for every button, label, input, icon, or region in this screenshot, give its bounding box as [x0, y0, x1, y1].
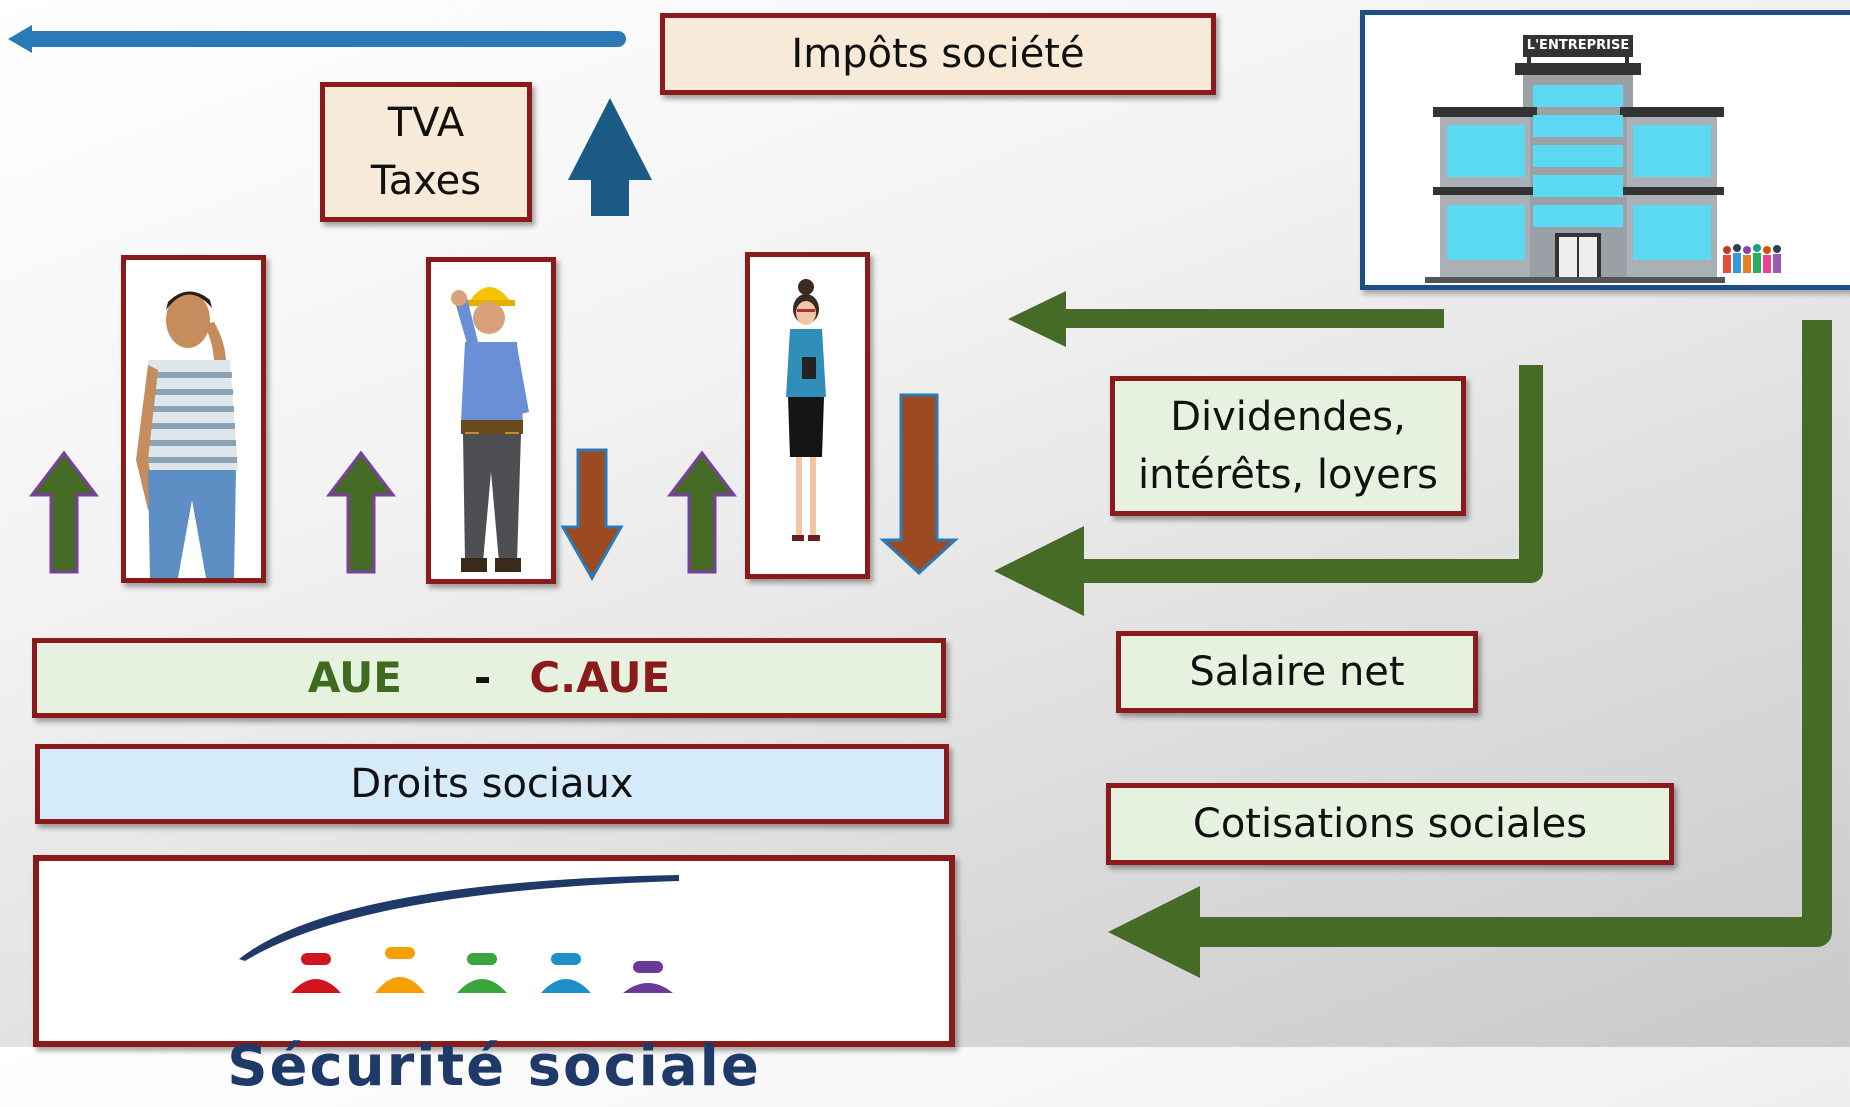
dividendes-label-line1: Dividendes,: [1170, 394, 1406, 440]
dividendes-box: Dividendes, intérêts, loyers: [1110, 376, 1466, 516]
green-arrow-dividendes: [994, 365, 1543, 616]
aue-bar: AUE - C.AUE: [32, 638, 946, 718]
green-arrow-enterprise-top: [1008, 291, 1444, 347]
green-up-arrow-2: [325, 450, 397, 574]
securite-sociale-box: Sécurité sociale: [33, 855, 955, 1099]
aue-label: AUE: [307, 652, 402, 702]
dividendes-label-line2: intérêts, loyers: [1137, 452, 1439, 498]
person-photo-stressed-man: [121, 255, 266, 583]
enterprise-sign: L'ENTREPRISE: [1526, 38, 1630, 53]
caue-label: C.AUE: [529, 652, 671, 702]
aue-separator: -: [473, 652, 492, 702]
green-up-arrow-1: [28, 450, 100, 574]
green-arrow-cotisations: [1108, 320, 1832, 978]
cotisations-sociales-box: Cotisations sociales: [1106, 783, 1674, 865]
droits-sociaux-box: Droits sociaux: [35, 744, 949, 824]
brown-down-arrow-2: [879, 393, 959, 576]
crowd-icon: [1723, 244, 1781, 273]
enterprise-panel: L'ENTREPRISE: [1360, 10, 1850, 290]
stressed-man-icon: [126, 260, 261, 578]
taxes-label: Taxes: [370, 158, 482, 204]
green-up-arrow-3: [666, 450, 738, 574]
impots-societe-box: Impôts société: [660, 13, 1216, 95]
securite-sociale-text: Sécurité sociale: [227, 1034, 761, 1099]
cotisations-sociales-label: Cotisations sociales: [1192, 801, 1588, 847]
top-blue-arrow-left: [8, 25, 626, 53]
securite-sociale-logo: [239, 875, 679, 993]
tva-taxes-box: TVA Taxes: [320, 82, 532, 222]
person-photo-businesswoman: [745, 252, 870, 579]
businesswoman-icon: [750, 257, 865, 574]
person-photo-worker: [426, 257, 556, 584]
salaire-net-box: Salaire net: [1116, 631, 1478, 713]
blue-up-arrow: [568, 98, 652, 216]
building-icon: [1425, 35, 1781, 283]
brown-down-arrow-1: [560, 448, 624, 582]
salaire-net-label: Salaire net: [1189, 649, 1405, 695]
flow-arrows: [8, 25, 1832, 978]
people-group-icon: [291, 947, 673, 993]
impots-societe-label: Impôts société: [791, 31, 1085, 77]
droits-sociaux-label: Droits sociaux: [350, 761, 634, 807]
construction-worker-icon: [431, 262, 551, 579]
tva-label: TVA: [387, 100, 465, 146]
